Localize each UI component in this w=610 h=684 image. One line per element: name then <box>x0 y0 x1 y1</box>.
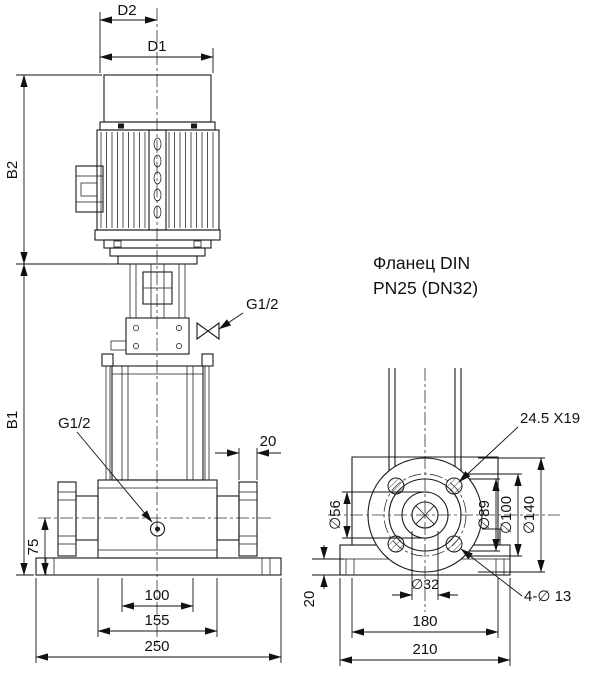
coupling-section <box>110 264 220 355</box>
flange-dimensions: 24.5 X19 ∅56 ∅89 ∅100 ∅140 ∅32 20 4-∅ 13 <box>301 410 580 666</box>
cover-screw <box>118 123 124 129</box>
bolt-hole <box>445 477 463 495</box>
terminal-box-lines <box>76 175 103 203</box>
motor-stool-plate <box>117 255 198 265</box>
vent-leader <box>218 312 244 330</box>
shaft-lines <box>150 264 165 318</box>
fan-cover-lip <box>99 121 216 131</box>
bolt-hole <box>445 535 463 553</box>
dim-d140-label: ∅140 <box>521 496 538 534</box>
slot-leader <box>458 426 519 483</box>
anchor-slots <box>345 559 505 575</box>
drain-leader <box>76 431 153 523</box>
side-plug <box>110 340 127 351</box>
stage-stack <box>101 353 214 481</box>
flange-note-line1: Фланец DIN <box>373 253 470 273</box>
terminal-box-cover <box>80 182 98 197</box>
motor-fins <box>100 132 214 228</box>
drain-plug <box>149 521 166 537</box>
motor-body <box>96 129 220 231</box>
drain-port-label: G1/2 <box>58 415 91 432</box>
stack-sleeve-lines <box>121 366 194 480</box>
column-pipes <box>388 368 462 471</box>
casing-block <box>97 479 218 559</box>
terminal-box <box>75 165 104 213</box>
holes-leader <box>460 548 523 597</box>
dim-b2-label: B2 <box>4 161 21 179</box>
dim-100-label: 100 <box>144 587 169 604</box>
flange-view: Фланец DIN PN25 (DN32) 24.5 X19 ∅56 ∅89 … <box>301 253 580 666</box>
motor-center-band <box>148 129 167 231</box>
dim-75-label: 75 <box>25 539 42 556</box>
pump-base-casing <box>35 479 282 576</box>
dim-d32-label: ∅32 <box>411 576 439 592</box>
adapter <box>109 247 206 257</box>
dim-210-label: 210 <box>412 641 437 658</box>
motor-flange <box>94 229 221 241</box>
head-bolts <box>133 325 182 349</box>
front-dimensions: D2 D1 B2 B1 G1/2 20 G1/2 75 100 155 <box>4 2 282 663</box>
dim-slot-label: 24.5 X19 <box>520 410 580 427</box>
dim-d89-label: ∅89 <box>476 500 493 530</box>
foot-bolt <box>113 240 122 248</box>
front-view: D2 D1 B2 B1 G1/2 20 G1/2 75 100 155 <box>4 2 282 663</box>
pump-head <box>125 317 190 355</box>
dim-20-label: 20 <box>260 433 277 450</box>
stack-casing <box>111 365 204 481</box>
base-plate <box>35 557 282 576</box>
bolt-hole <box>387 535 405 553</box>
dim-180-label: 180 <box>412 613 437 630</box>
tie-rod-nut <box>201 353 214 367</box>
fan-cover <box>103 74 212 123</box>
tie-rods <box>105 366 210 480</box>
casing-lug <box>482 528 501 546</box>
dim-250-label: 250 <box>144 638 169 655</box>
dim-b1-label: B1 <box>4 411 21 429</box>
bolt-holes <box>387 477 463 553</box>
casing-lines <box>98 487 217 551</box>
motor-band-pattern <box>153 137 162 219</box>
dim-d2-label: D2 <box>117 2 136 19</box>
flange-note-line2: PN25 (DN32) <box>373 278 478 298</box>
cover-screw <box>191 123 197 129</box>
dim-d1-label: D1 <box>147 38 166 55</box>
stool-columns <box>129 264 186 318</box>
dim-d56-label: ∅56 <box>327 500 344 530</box>
dim-155-label: 155 <box>144 612 169 629</box>
dim-holes-label: 4-∅ 13 <box>524 588 571 605</box>
dim-d100-label: ∅100 <box>498 496 515 534</box>
anchor-slots <box>45 558 271 575</box>
vent-port-label: G1/2 <box>246 296 279 313</box>
tie-rod-nut <box>101 353 114 367</box>
discharge-flange <box>238 481 258 557</box>
dim-pad20-label: 20 <box>301 591 318 608</box>
vent-fitting <box>196 321 220 341</box>
flange-bolt-lines <box>58 491 257 545</box>
suction-flange <box>57 481 77 557</box>
drain-plug-center <box>155 526 160 532</box>
foot-bolt <box>193 240 202 248</box>
bolt-hole <box>387 477 405 495</box>
motor <box>75 74 221 265</box>
